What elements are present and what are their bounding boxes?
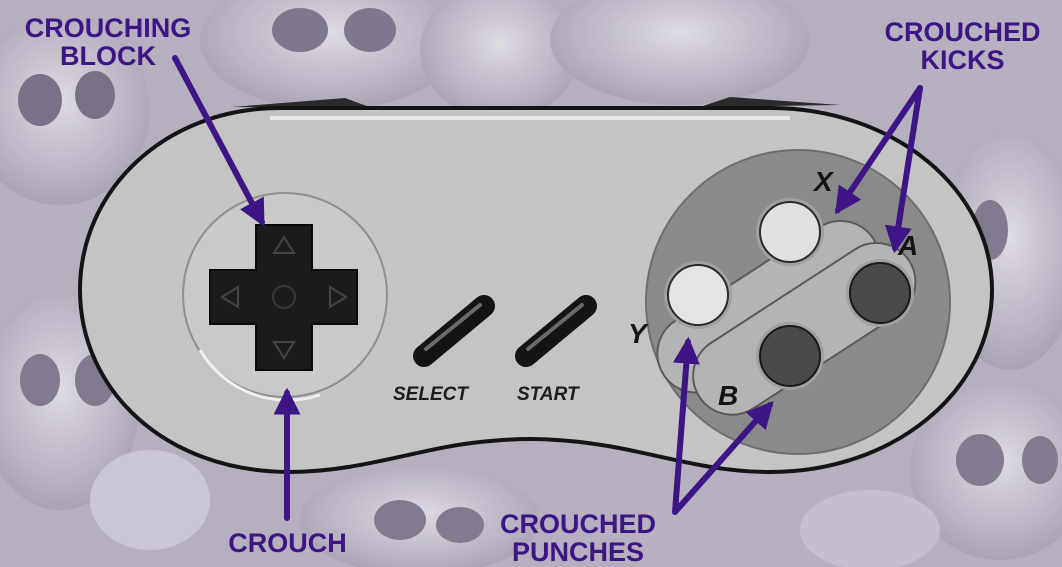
b-button[interactable] — [756, 322, 824, 390]
crouched-punches-callout: CROUCHED PUNCHES — [478, 510, 678, 566]
y-button[interactable] — [664, 261, 732, 329]
b-button-label: B — [718, 382, 738, 410]
crouched-kicks-line-1: CROUCHED — [865, 18, 1060, 46]
x-button-label: X — [814, 168, 833, 196]
crouched-punches-line-2: PUNCHES — [478, 538, 678, 566]
crouching-block-line-2: BLOCK — [8, 42, 208, 70]
select-label: SELECT — [393, 385, 468, 405]
crouch-callout: CROUCH — [210, 529, 365, 557]
start-label: START — [517, 385, 579, 405]
crouching-block-callout: CROUCHING BLOCK — [8, 14, 208, 70]
y-button-label: Y — [628, 320, 647, 348]
crouch-label: CROUCH — [210, 529, 365, 557]
a-button-label: A — [898, 232, 918, 260]
crouching-block-line-1: CROUCHING — [8, 14, 208, 42]
snes-controller — [80, 97, 992, 472]
x-button[interactable] — [756, 198, 824, 266]
a-button[interactable] — [846, 259, 914, 327]
crouched-kicks-line-2: KICKS — [865, 46, 1060, 74]
crouched-punches-line-1: CROUCHED — [478, 510, 678, 538]
crouched-kicks-callout: CROUCHED KICKS — [865, 18, 1060, 74]
